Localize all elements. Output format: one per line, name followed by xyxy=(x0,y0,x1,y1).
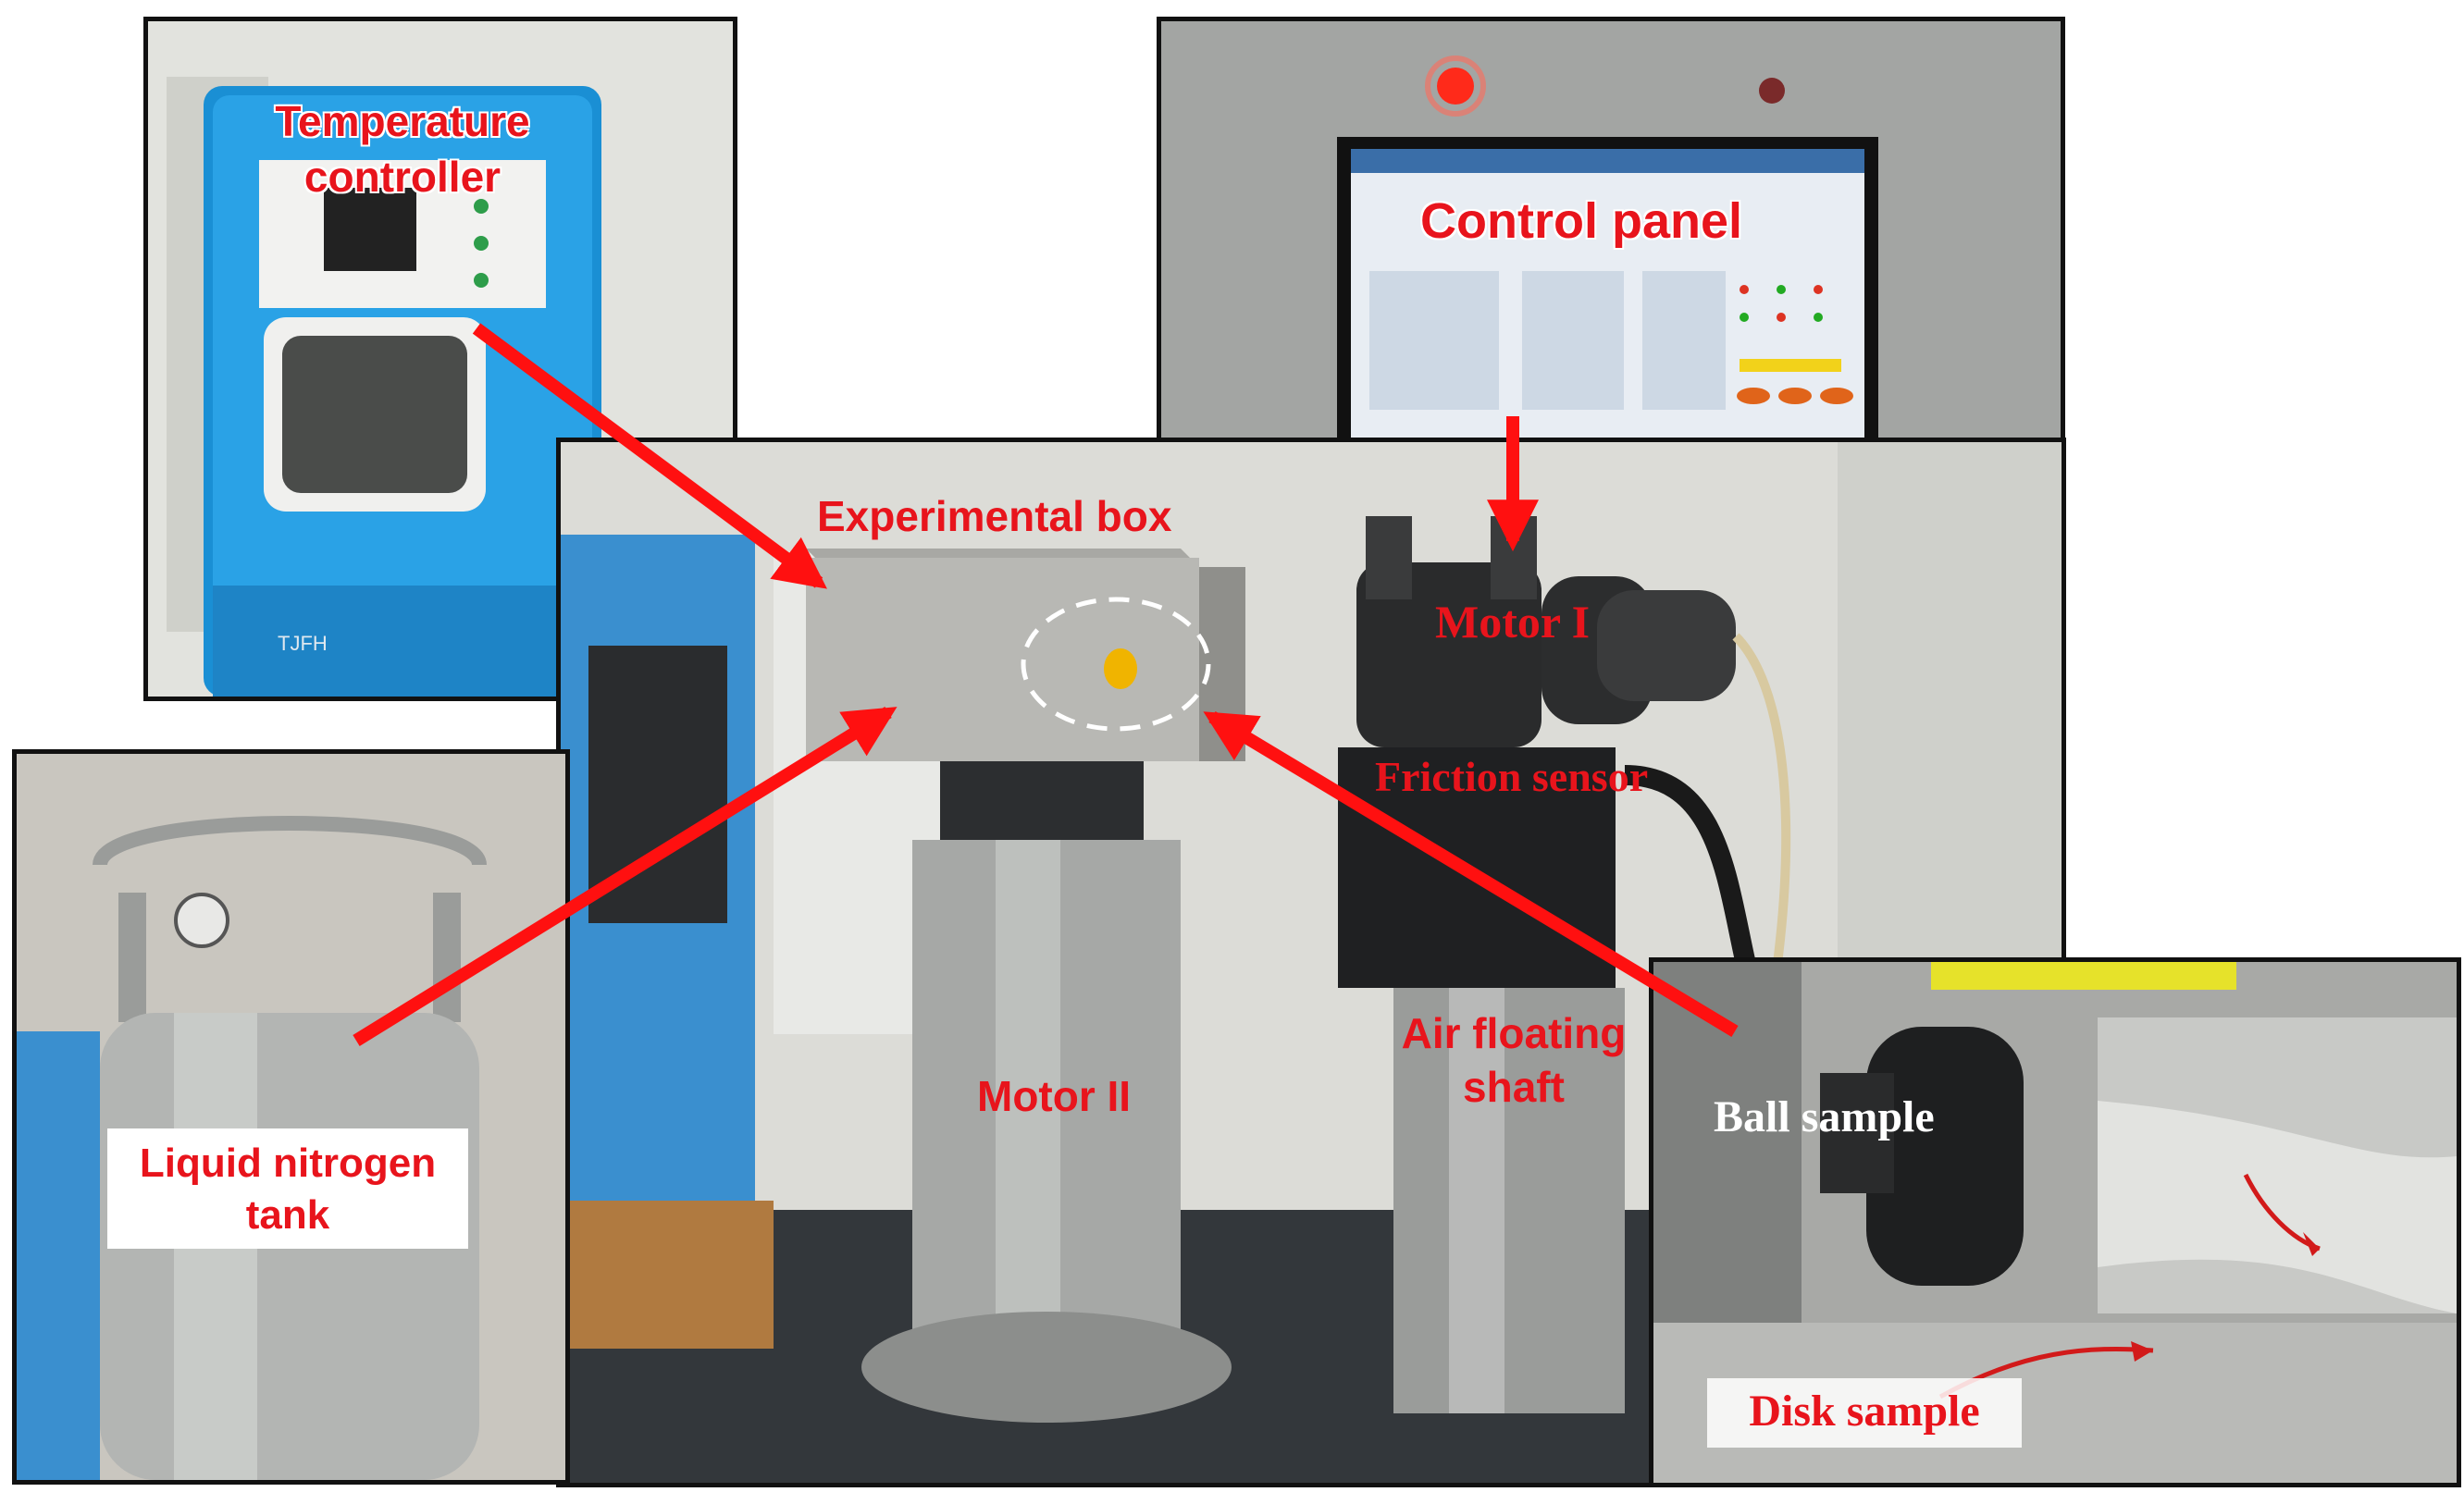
motor-2-label: Motor II xyxy=(977,1072,1132,1120)
dashed-ellipse-icon xyxy=(1021,597,1211,732)
red-arrow-icon xyxy=(1203,711,1739,1037)
control-panel-photo: Control panel xyxy=(1157,17,2065,451)
liquid-nitrogen-tank-label: Liquid nitrogen tank xyxy=(139,1141,437,1238)
red-arrow-icon xyxy=(472,323,827,589)
experimental-box-label: Experimental box xyxy=(817,492,1172,540)
liquid-nitrogen-label-box xyxy=(107,1128,468,1249)
ball-sample-label: Ball sample xyxy=(1714,1092,1935,1141)
sample-closeup-photo: Ball sample Disk sample xyxy=(1649,957,2461,1487)
temperature-chamber-drawing: TJFH xyxy=(148,21,733,697)
disk-sample-label: Disk sample xyxy=(1749,1387,1980,1436)
air-floating-shaft-label: Air floating shaft xyxy=(1401,1009,1627,1111)
temperature-controller-photo: TJFH Temperature controller xyxy=(143,17,737,701)
temperature-controller-label: Temperature controller xyxy=(275,97,530,201)
svg-text:TJFH: TJFH xyxy=(278,632,328,655)
disk-sample-label-box xyxy=(1707,1378,2022,1448)
control-panel-drawing xyxy=(1161,21,2061,447)
motor-1-label: Motor I xyxy=(1435,596,1591,647)
control-panel-label: Control panel xyxy=(1420,193,1742,249)
liquid-nitrogen-tank-photo: Liquid nitrogen tank xyxy=(12,749,570,1485)
apparatus-drawing xyxy=(561,442,2062,1483)
red-arrow-icon xyxy=(353,707,898,1046)
friction-sensor-label: Friction sensor xyxy=(1375,753,1649,800)
